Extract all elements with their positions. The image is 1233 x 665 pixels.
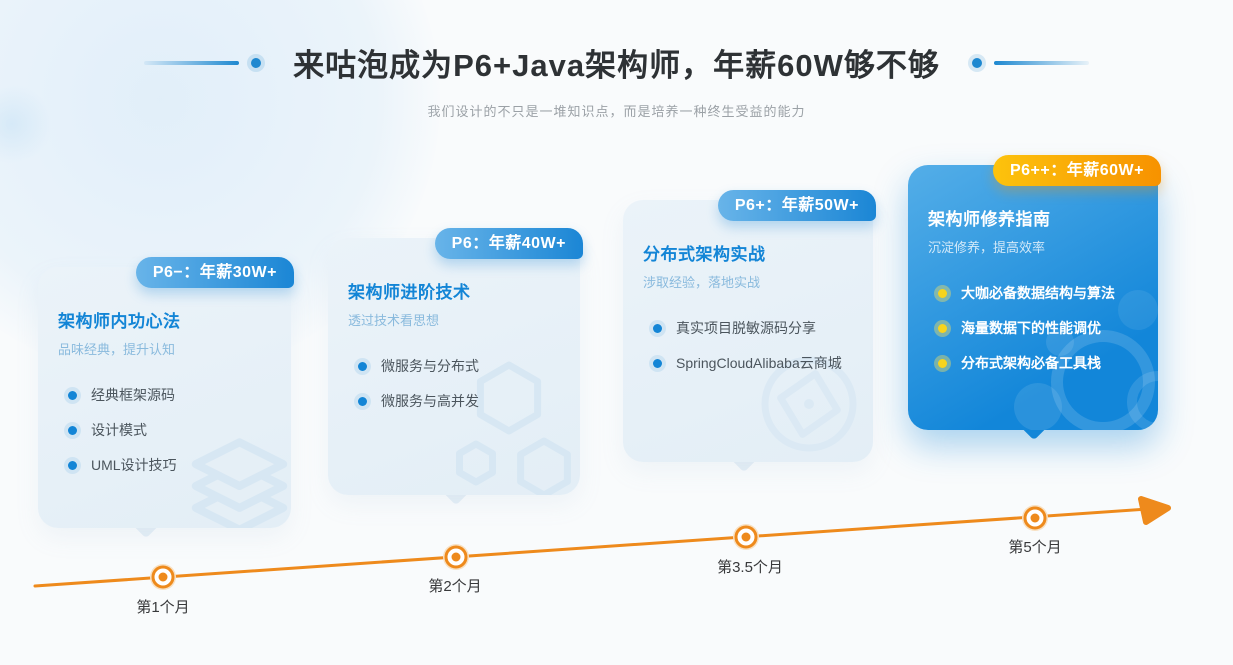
milestone-marker bbox=[1022, 505, 1048, 531]
list-item: 大咖必备数据结构与算法 bbox=[928, 283, 1138, 303]
list-item: 分布式架构必备工具栈 bbox=[928, 353, 1138, 373]
card-subtitle: 品味经典，提升认知 bbox=[58, 342, 176, 357]
milestone-label: 第3.5个月 bbox=[717, 558, 783, 576]
card-p6: P6：年薪40W+ 架构师进阶技术 透过技术看思想 微服务与分布式 微服务与高并… bbox=[328, 228, 583, 506]
card-subtitle: 透过技术看思想 bbox=[348, 313, 440, 328]
item-label: 大咖必备数据结构与算法 bbox=[961, 285, 1115, 301]
bullet-dot-icon bbox=[68, 460, 77, 470]
milestone-label: 第2个月 bbox=[428, 577, 481, 595]
salary-badge: P6−：年薪30W+ bbox=[135, 257, 294, 288]
deco-dot-icon bbox=[971, 57, 982, 68]
bullet-dot-icon bbox=[358, 396, 367, 406]
card-title: 架构师修养指南 bbox=[928, 210, 1051, 229]
milestone-marker bbox=[443, 544, 469, 570]
layers-stack-icon bbox=[191, 438, 288, 528]
bullet-dot-icon bbox=[68, 425, 77, 435]
item-label: 海量数据下的性能调优 bbox=[961, 320, 1101, 336]
item-label: 微服务与分布式 bbox=[381, 358, 479, 374]
card-p6-plus-plus: P6++：年薪60W+ 架构师修养指南 沉淀修养，提高效率 大咖必备数据结构与算… bbox=[908, 155, 1161, 441]
timeline: 第1个月 第2个月 第3.5个月 第5个月 bbox=[33, 496, 1171, 616]
bullet-dot-icon bbox=[938, 288, 947, 298]
card-title: 架构师内功心法 bbox=[58, 312, 181, 331]
salary-badge: P6+：年薪50W+ bbox=[717, 190, 876, 221]
card-subtitle: 涉取经验，落地实战 bbox=[643, 275, 761, 290]
salary-badge: P6：年薪40W+ bbox=[434, 228, 583, 259]
arrow-head-icon bbox=[1138, 496, 1171, 525]
list-item: UML设计技巧 bbox=[58, 455, 271, 475]
item-label: SpringCloudAlibaba云商城 bbox=[676, 355, 842, 371]
item-label: UML设计技巧 bbox=[91, 457, 177, 473]
section-header: 来咕泡成为P6+Java架构师，年薪60W够不够 bbox=[0, 0, 1233, 85]
hexagons-icon bbox=[456, 361, 571, 495]
course-item-list: 大咖必备数据结构与算法 海量数据下的性能调优 分布式架构必备工具栈 bbox=[928, 283, 1138, 373]
deco-line-right bbox=[993, 60, 1089, 65]
card-p6-minus: P6−：年薪30W+ 架构师内功心法 品味经典，提升认知 经典框架源码 设计模式… bbox=[38, 257, 294, 539]
item-label: 分布式架构必备工具栈 bbox=[961, 355, 1101, 371]
milestone-marker bbox=[733, 524, 759, 550]
card-title: 架构师进阶技术 bbox=[348, 283, 471, 302]
bullet-dot-icon bbox=[653, 358, 662, 368]
list-item: 设计模式 bbox=[58, 420, 271, 440]
card-title: 分布式架构实战 bbox=[643, 245, 766, 264]
bullet-dot-icon bbox=[653, 323, 662, 333]
list-item: SpringCloudAlibaba云商城 bbox=[643, 353, 853, 373]
card-p6-plus: P6+：年薪50W+ 分布式架构实战 涉取经验，落地实战 真实项目脱敏源码分享 … bbox=[623, 190, 876, 473]
item-label: 真实项目脱敏源码分享 bbox=[676, 320, 816, 336]
bullet-dot-icon bbox=[68, 390, 77, 400]
deco-line-left bbox=[144, 60, 240, 65]
bullet-dot-icon bbox=[358, 361, 367, 371]
list-item: 微服务与分布式 bbox=[348, 356, 560, 376]
list-item: 真实项目脱敏源码分享 bbox=[643, 318, 853, 338]
deco-dot-icon bbox=[251, 57, 262, 68]
course-item-list: 真实项目脱敏源码分享 SpringCloudAlibaba云商城 bbox=[643, 318, 853, 373]
card-subtitle: 沉淀修养，提高效率 bbox=[928, 240, 1046, 255]
list-item: 微服务与高并发 bbox=[348, 391, 560, 411]
molecule-circles-icon bbox=[1014, 290, 1158, 430]
course-item-list: 经典框架源码 设计模式 UML设计技巧 bbox=[58, 385, 271, 475]
list-item: 海量数据下的性能调优 bbox=[928, 318, 1138, 338]
card-background bbox=[908, 165, 1158, 430]
item-label: 微服务与高并发 bbox=[381, 393, 479, 409]
bullet-dot-icon bbox=[938, 323, 947, 333]
compass-icon bbox=[761, 356, 857, 452]
timeline-axis-line bbox=[33, 507, 1150, 588]
list-item: 经典框架源码 bbox=[58, 385, 271, 405]
course-item-list: 微服务与分布式 微服务与高并发 bbox=[348, 356, 560, 411]
page-subtitle: 我们设计的不只是一堆知识点，而是培养一种终生受益的能力 bbox=[427, 104, 806, 119]
page-title: 来咕泡成为P6+Java架构师，年薪60W够不够 bbox=[293, 48, 940, 83]
card-background bbox=[328, 238, 580, 495]
milestone-label: 第5个月 bbox=[1008, 538, 1061, 556]
card-background bbox=[623, 200, 873, 462]
salary-badge: P6++：年薪60W+ bbox=[992, 155, 1161, 186]
milestone-label: 第1个月 bbox=[136, 598, 189, 616]
milestone-marker bbox=[150, 564, 176, 590]
card-background bbox=[38, 267, 291, 528]
bullet-dot-icon bbox=[938, 358, 947, 368]
item-label: 设计模式 bbox=[91, 422, 147, 438]
item-label: 经典框架源码 bbox=[91, 387, 175, 403]
